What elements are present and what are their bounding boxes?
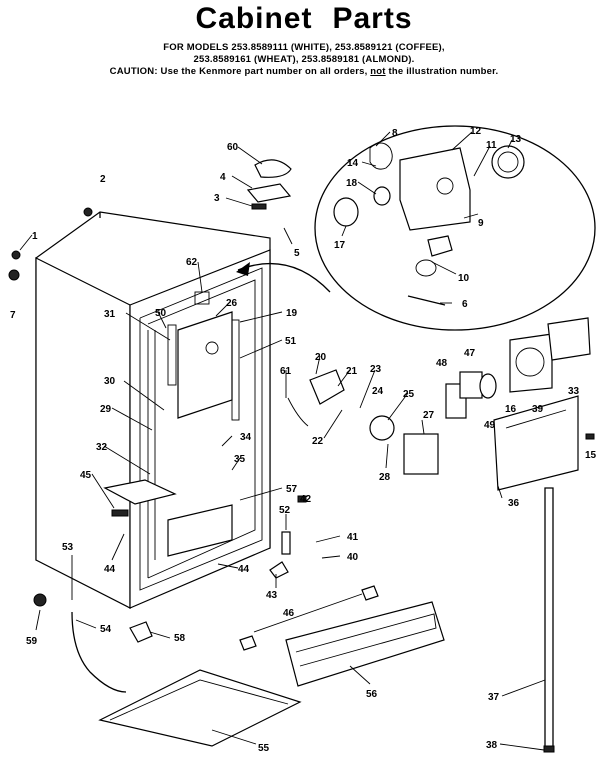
callout-1: 1 xyxy=(32,231,38,242)
callout-2: 2 xyxy=(100,174,106,185)
callout-22: 22 xyxy=(312,436,324,447)
callout-13: 13 xyxy=(510,134,522,145)
callout-53: 53 xyxy=(62,542,74,553)
callout-42: 42 xyxy=(300,494,312,505)
callout-21: 21 xyxy=(346,366,358,377)
callout-45: 45 xyxy=(80,470,92,481)
callout-16: 16 xyxy=(505,404,517,415)
right-side-parts xyxy=(287,317,595,491)
callout-10: 10 xyxy=(458,273,470,284)
callout-50: 50 xyxy=(155,308,167,319)
callout-26: 26 xyxy=(226,298,238,309)
models-line-1: FOR MODELS 253.8589111 (WHITE), 253.8589… xyxy=(163,42,445,53)
callout-31: 31 xyxy=(104,309,116,320)
callout-51: 51 xyxy=(285,336,297,347)
callout-59: 59 xyxy=(26,636,38,647)
lower-parts xyxy=(33,479,555,753)
callout-5: 5 xyxy=(294,248,300,259)
callout-7: 7 xyxy=(10,310,16,321)
callout-20: 20 xyxy=(315,352,327,363)
callout-6: 6 xyxy=(462,299,468,310)
callout-47: 47 xyxy=(464,348,476,359)
callout-38: 38 xyxy=(486,740,498,751)
callout-49: 49 xyxy=(484,420,496,431)
models-line-2: 253.8589161 (WHEAT), 253.8589181 (ALMOND… xyxy=(193,54,415,65)
callout-30: 30 xyxy=(104,376,116,387)
callout-37: 37 xyxy=(488,692,500,703)
callout-60: 60 xyxy=(227,142,239,153)
title-word-cabinet: Cabinet xyxy=(195,2,313,35)
callout-36: 36 xyxy=(508,498,520,509)
callout-44b: 44 xyxy=(238,564,250,575)
cabinet-body xyxy=(35,211,271,609)
callout-58: 58 xyxy=(174,633,186,644)
callout-17: 17 xyxy=(334,240,346,251)
caution-not: not xyxy=(370,66,386,77)
page-title: Cabinet Parts xyxy=(0,2,608,36)
callout-34: 34 xyxy=(240,432,252,443)
callout-12: 12 xyxy=(470,126,482,137)
callout-55: 55 xyxy=(258,743,270,754)
callout-24: 24 xyxy=(372,386,384,397)
exploded-view xyxy=(236,125,596,331)
callout-33: 33 xyxy=(568,386,580,397)
callout-19: 19 xyxy=(286,308,298,319)
callout-40: 40 xyxy=(347,552,359,563)
callout-48: 48 xyxy=(436,358,448,369)
callout-labels: 60 8 12 13 14 11 18 2 4 3 5 9 17 10 1 62… xyxy=(10,126,597,754)
callout-62: 62 xyxy=(186,257,198,268)
title-word-parts: Parts xyxy=(332,2,413,35)
caution-prefix: CAUTION: Use the Kenmore part number on … xyxy=(109,66,368,77)
callout-18: 18 xyxy=(346,178,358,189)
callout-54: 54 xyxy=(100,624,112,635)
callout-23: 23 xyxy=(370,364,382,375)
callout-35: 35 xyxy=(234,454,246,465)
callout-4: 4 xyxy=(220,172,226,183)
upper-small-parts xyxy=(8,159,292,281)
callout-32: 32 xyxy=(96,442,108,453)
leader-lines xyxy=(19,131,546,751)
callout-39: 39 xyxy=(532,404,544,415)
callout-56: 56 xyxy=(366,689,378,700)
callout-3: 3 xyxy=(214,193,220,204)
callout-15: 15 xyxy=(585,450,597,461)
callout-8: 8 xyxy=(392,128,398,139)
callout-11: 11 xyxy=(486,140,497,151)
callout-28: 28 xyxy=(379,472,391,483)
callout-25: 25 xyxy=(403,389,415,400)
caution-line: CAUTION: Use the Kenmore part number on … xyxy=(0,66,608,77)
callout-46: 46 xyxy=(283,608,295,619)
callout-61: 61 xyxy=(280,366,292,377)
callout-52: 52 xyxy=(279,505,291,516)
callout-44: 44 xyxy=(104,564,116,575)
callout-27: 27 xyxy=(423,410,435,421)
callout-41: 41 xyxy=(347,532,359,543)
callout-29: 29 xyxy=(100,404,112,415)
callout-14: 14 xyxy=(347,158,359,169)
caution-suffix: the illustration number. xyxy=(388,66,499,77)
callout-57: 57 xyxy=(286,484,298,495)
callout-9: 9 xyxy=(478,218,484,229)
callout-43: 43 xyxy=(266,590,278,601)
